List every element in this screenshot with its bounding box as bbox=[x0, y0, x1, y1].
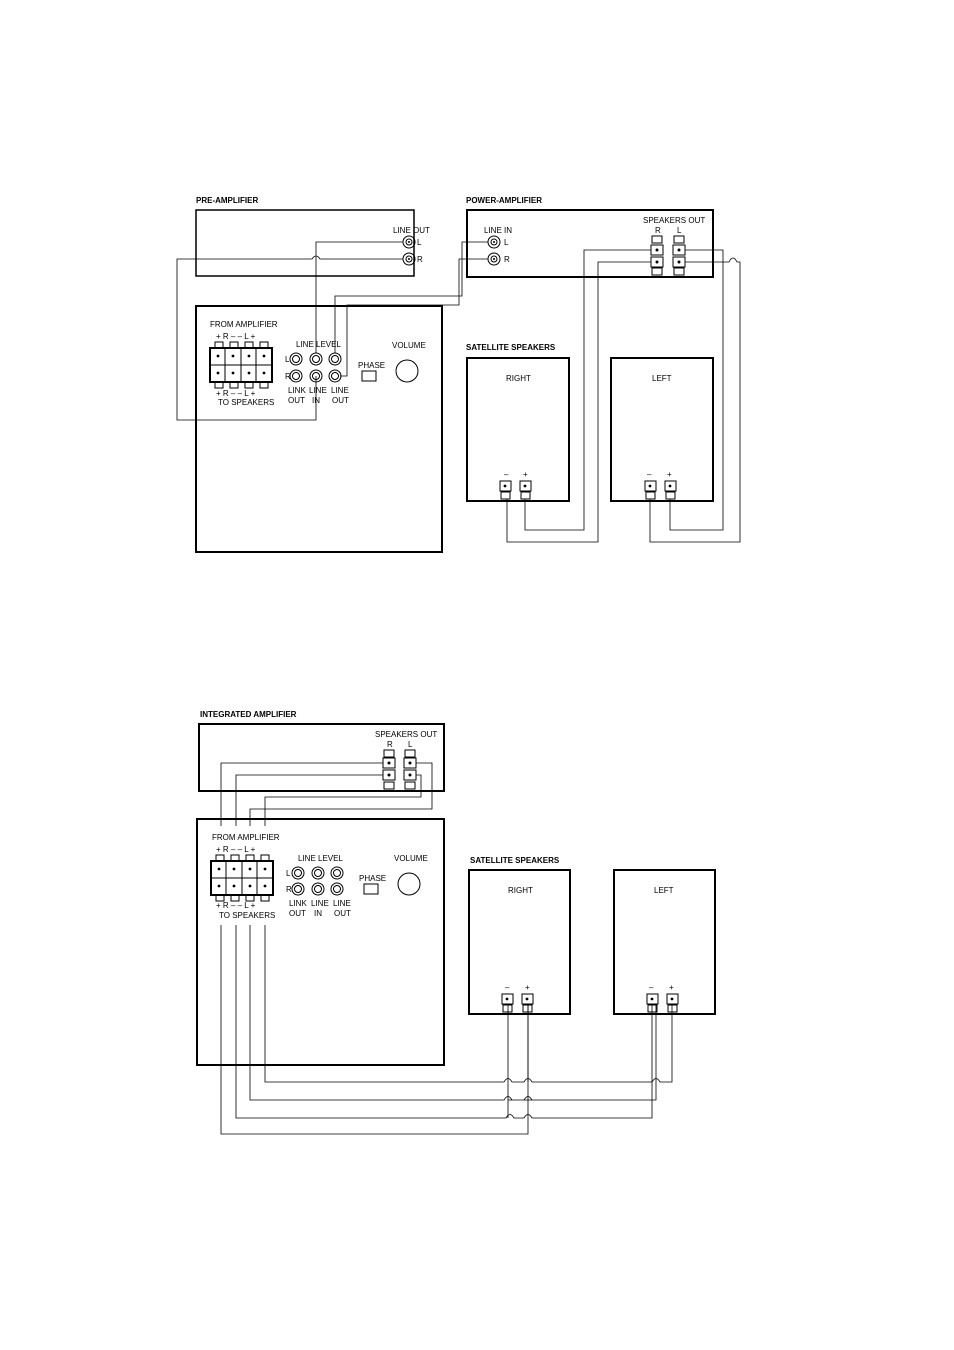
sub2-in-label: IN bbox=[314, 909, 322, 918]
sub1-phase-label: PHASE bbox=[358, 361, 385, 370]
sat1-right-terminals bbox=[499, 480, 532, 500]
sat1-left-plus: + bbox=[667, 470, 672, 479]
pre-amplifier-title: PRE-AMPLIFIER bbox=[196, 196, 258, 205]
pre-amplifier-box bbox=[195, 209, 415, 277]
subwoofer-panel-1 bbox=[195, 305, 443, 553]
sat2-left-terminals bbox=[646, 993, 679, 1013]
int-amp-so-r-label: R bbox=[387, 740, 393, 749]
sub1-bottom-signs: + R – – L + bbox=[216, 389, 256, 398]
sub2-out-label-2: OUT bbox=[334, 909, 351, 918]
sub1-rca-jacks bbox=[289, 352, 342, 383]
sat1-left-label: LEFT bbox=[652, 374, 672, 383]
sub2-rca-jacks bbox=[291, 866, 344, 896]
pre-amp-line-out-jack-r bbox=[402, 252, 416, 266]
power-amp-line-in-label: LINE IN bbox=[484, 226, 512, 235]
sat2-left-plus: + bbox=[669, 983, 674, 992]
power-amp-l-label: L bbox=[504, 238, 509, 247]
sat1-left-minus: – bbox=[647, 470, 652, 479]
sub1-line-label-1: LINE bbox=[309, 386, 327, 395]
sub2-line-label-1: LINE bbox=[311, 899, 329, 908]
sub2-bottom-signs: + R – – L + bbox=[216, 901, 256, 910]
power-amp-so-l-label: L bbox=[677, 226, 682, 235]
sub1-out-label-2: OUT bbox=[332, 396, 349, 405]
sub2-r-label: R bbox=[286, 885, 292, 894]
sat2-left-minus: – bbox=[649, 983, 654, 992]
sub1-top-signs: + R – – L + bbox=[216, 332, 256, 341]
power-amplifier-title: POWER-AMPLIFIER bbox=[466, 196, 542, 205]
sub2-line-level-label: LINE LEVEL bbox=[298, 854, 343, 863]
diagram-2: INTEGRATED AMPLIFIER SPEAKERS OUT R L FR… bbox=[196, 710, 716, 1135]
sub1-speaker-terminal-block bbox=[209, 341, 273, 389]
sub1-line-label-2: LINE bbox=[331, 386, 349, 395]
power-amp-so-r-label: R bbox=[655, 226, 661, 235]
sat2-right-label: RIGHT bbox=[508, 886, 533, 895]
int-amp-speaker-terminals bbox=[382, 749, 417, 790]
sub2-line-label-2: LINE bbox=[333, 899, 351, 908]
sat1-right-plus: + bbox=[523, 470, 528, 479]
sat2-right-speaker bbox=[468, 869, 571, 1015]
sub2-volume-knob[interactable] bbox=[397, 872, 421, 896]
diagram2-wires bbox=[220, 762, 673, 1135]
sub1-to-speakers-label: TO SPEAKERS bbox=[218, 398, 274, 407]
integrated-amplifier-box bbox=[198, 723, 445, 792]
sat1-title: SATELLITE SPEAKERS bbox=[466, 343, 556, 352]
sat2-title: SATELLITE SPEAKERS bbox=[470, 856, 560, 865]
power-amp-speakers-out-label: SPEAKERS OUT bbox=[643, 216, 705, 225]
sub2-phase-switch[interactable] bbox=[363, 883, 379, 895]
sat2-right-terminals bbox=[501, 993, 534, 1013]
sub1-volume-knob[interactable] bbox=[395, 359, 419, 383]
sub2-phase-label: PHASE bbox=[359, 874, 386, 883]
integrated-amplifier-title: INTEGRATED AMPLIFIER bbox=[200, 710, 297, 719]
int-amp-speakers-out-label: SPEAKERS OUT bbox=[375, 730, 437, 739]
diagram-1: PRE-AMPLIFIER LINE OUT L R POWER-AMPLIFI… bbox=[176, 196, 741, 553]
sub2-l-label: L bbox=[286, 869, 291, 878]
sat1-right-minus: – bbox=[504, 470, 509, 479]
sub1-line-level-label: LINE LEVEL bbox=[296, 340, 341, 349]
sat1-right-label: RIGHT bbox=[506, 374, 531, 383]
power-amplifier-box bbox=[466, 209, 714, 278]
power-amp-r-label: R bbox=[504, 255, 510, 264]
sub1-l-label: L bbox=[285, 355, 290, 364]
sat2-right-plus: + bbox=[525, 983, 530, 992]
sat2-left-label: LEFT bbox=[654, 886, 674, 895]
sub2-top-signs: + R – – L + bbox=[216, 845, 256, 854]
power-amp-line-in-jack-r bbox=[487, 252, 501, 266]
sat2-right-minus: – bbox=[505, 983, 510, 992]
sub2-speaker-terminal-block bbox=[210, 854, 274, 902]
sub2-to-speakers-label: TO SPEAKERS bbox=[219, 911, 275, 920]
sub2-out-label-1: OUT bbox=[289, 909, 306, 918]
sat1-left-terminals bbox=[644, 480, 677, 500]
sat2-left-speaker bbox=[613, 869, 716, 1015]
int-amp-so-l-label: L bbox=[408, 740, 413, 749]
sat1-right-speaker bbox=[466, 357, 570, 502]
sub2-link-label: LINK bbox=[289, 899, 307, 908]
sat1-left-speaker bbox=[610, 357, 714, 502]
sub1-phase-switch[interactable] bbox=[361, 370, 377, 382]
sub1-from-amplifier-label: FROM AMPLIFIER bbox=[210, 320, 278, 329]
pre-amp-line-out-label: LINE OUT bbox=[393, 226, 430, 235]
diagram1-wires bbox=[176, 241, 741, 543]
sub2-from-amplifier-label: FROM AMPLIFIER bbox=[212, 833, 280, 842]
sub1-volume-label: VOLUME bbox=[392, 341, 426, 350]
pre-amp-line-out-jack-l bbox=[402, 235, 416, 249]
power-amp-line-in-jack-l bbox=[487, 235, 501, 249]
sub1-r-label: R bbox=[285, 372, 291, 381]
pre-amp-l-label: L bbox=[417, 238, 422, 247]
sub1-out-label-1: OUT bbox=[288, 396, 305, 405]
sub2-volume-label: VOLUME bbox=[394, 854, 428, 863]
pre-amp-r-label: R bbox=[417, 255, 423, 264]
power-amp-speaker-terminals bbox=[650, 235, 686, 276]
sub1-link-label: LINK bbox=[288, 386, 306, 395]
subwoofer-panel-2 bbox=[196, 818, 445, 1066]
